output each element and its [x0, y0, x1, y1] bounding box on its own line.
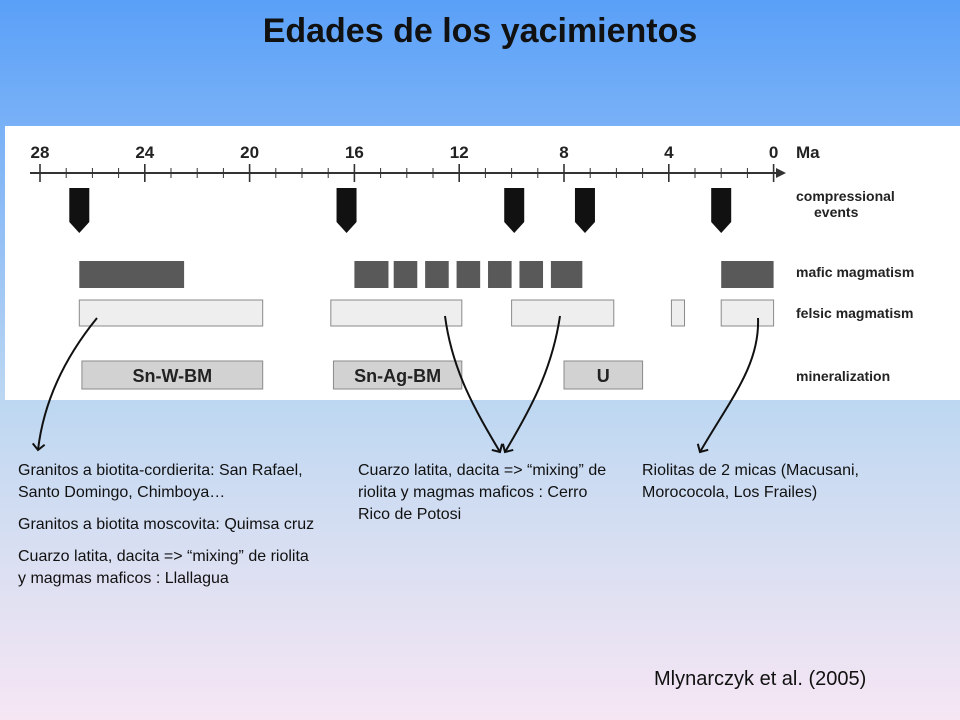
felsic-block	[511, 299, 615, 327]
compressional-event-marker	[574, 188, 595, 233]
mafic-block	[550, 261, 583, 288]
arrow-to-right-notes	[696, 317, 760, 454]
felsic-block	[670, 299, 686, 327]
arrow-to-left-notes	[31, 317, 98, 452]
felsic-block	[78, 299, 264, 327]
mineralization-label: Sn-Ag-BM	[354, 366, 441, 386]
note-left-3: Cuarzo latita, dacita => “mixing” de rio…	[18, 548, 309, 587]
mafic-block	[488, 261, 512, 288]
mineralization-block	[563, 360, 644, 390]
citation: Mlynarczyk et al. (2005)	[654, 668, 867, 690]
row-label-felsic-magmatism: felsic magmatism	[796, 305, 914, 321]
axis-tick-label: 4	[664, 143, 674, 162]
row-label-mineralization: mineralization	[796, 368, 890, 384]
axis-tick-label: 24	[135, 143, 154, 162]
notes-middle: Cuarzo latita, dacita => “mixing” de rio…	[358, 460, 608, 526]
mafic-block	[354, 261, 389, 288]
axis-tick-label: 12	[450, 143, 469, 162]
axis-unit-label: Ma	[796, 143, 820, 162]
axis-tick-label: 20	[240, 143, 259, 162]
mineralization-block	[81, 360, 264, 390]
arrow-to-middle-notes-b	[501, 315, 561, 454]
note-middle: Cuarzo latita, dacita => “mixing” de rio…	[358, 462, 607, 523]
compressional-event-marker	[336, 188, 357, 233]
mafic-block	[425, 261, 449, 288]
axis-tick-label: 0	[769, 143, 778, 162]
mineralization-label: Sn-W-BM	[132, 366, 212, 386]
arrow-to-middle-notes-a	[444, 315, 504, 454]
notes-right: Riolitas de 2 micas (Macusani, Morococol…	[642, 460, 902, 504]
page-title: Edades de los yacimientos	[262, 12, 698, 50]
mineralization-block	[332, 360, 463, 390]
mafic-block	[721, 261, 774, 288]
axis-tick-label: 16	[345, 143, 364, 162]
felsic-block	[720, 299, 775, 327]
note-left-2: Granitos a biotita moscovita: Quimsa cru…	[18, 516, 315, 533]
compressional-event-marker	[69, 188, 90, 233]
connector-arrows	[31, 315, 760, 454]
time-axis-arrowhead	[776, 168, 786, 178]
mafic-block	[456, 261, 481, 288]
mafic-block	[393, 261, 418, 288]
mafic-block	[79, 261, 185, 288]
mafic-block	[519, 261, 544, 288]
note-left-1: Granitos a biotita-cordierita: San Rafae…	[18, 462, 303, 501]
compressional-event-marker	[504, 188, 525, 233]
row-label-mafic-magmatism: mafic magmatism	[796, 264, 914, 280]
axis-tick-label: 8	[559, 143, 568, 162]
axis-tick-label: 28	[31, 143, 50, 162]
note-right: Riolitas de 2 micas (Macusani, Morococol…	[642, 462, 859, 501]
notes-left: Granitos a biotita-cordierita: San Rafae…	[18, 460, 318, 590]
felsic-block	[330, 299, 463, 327]
mineralization-label: U	[597, 366, 610, 386]
compressional-event-marker	[711, 188, 732, 233]
